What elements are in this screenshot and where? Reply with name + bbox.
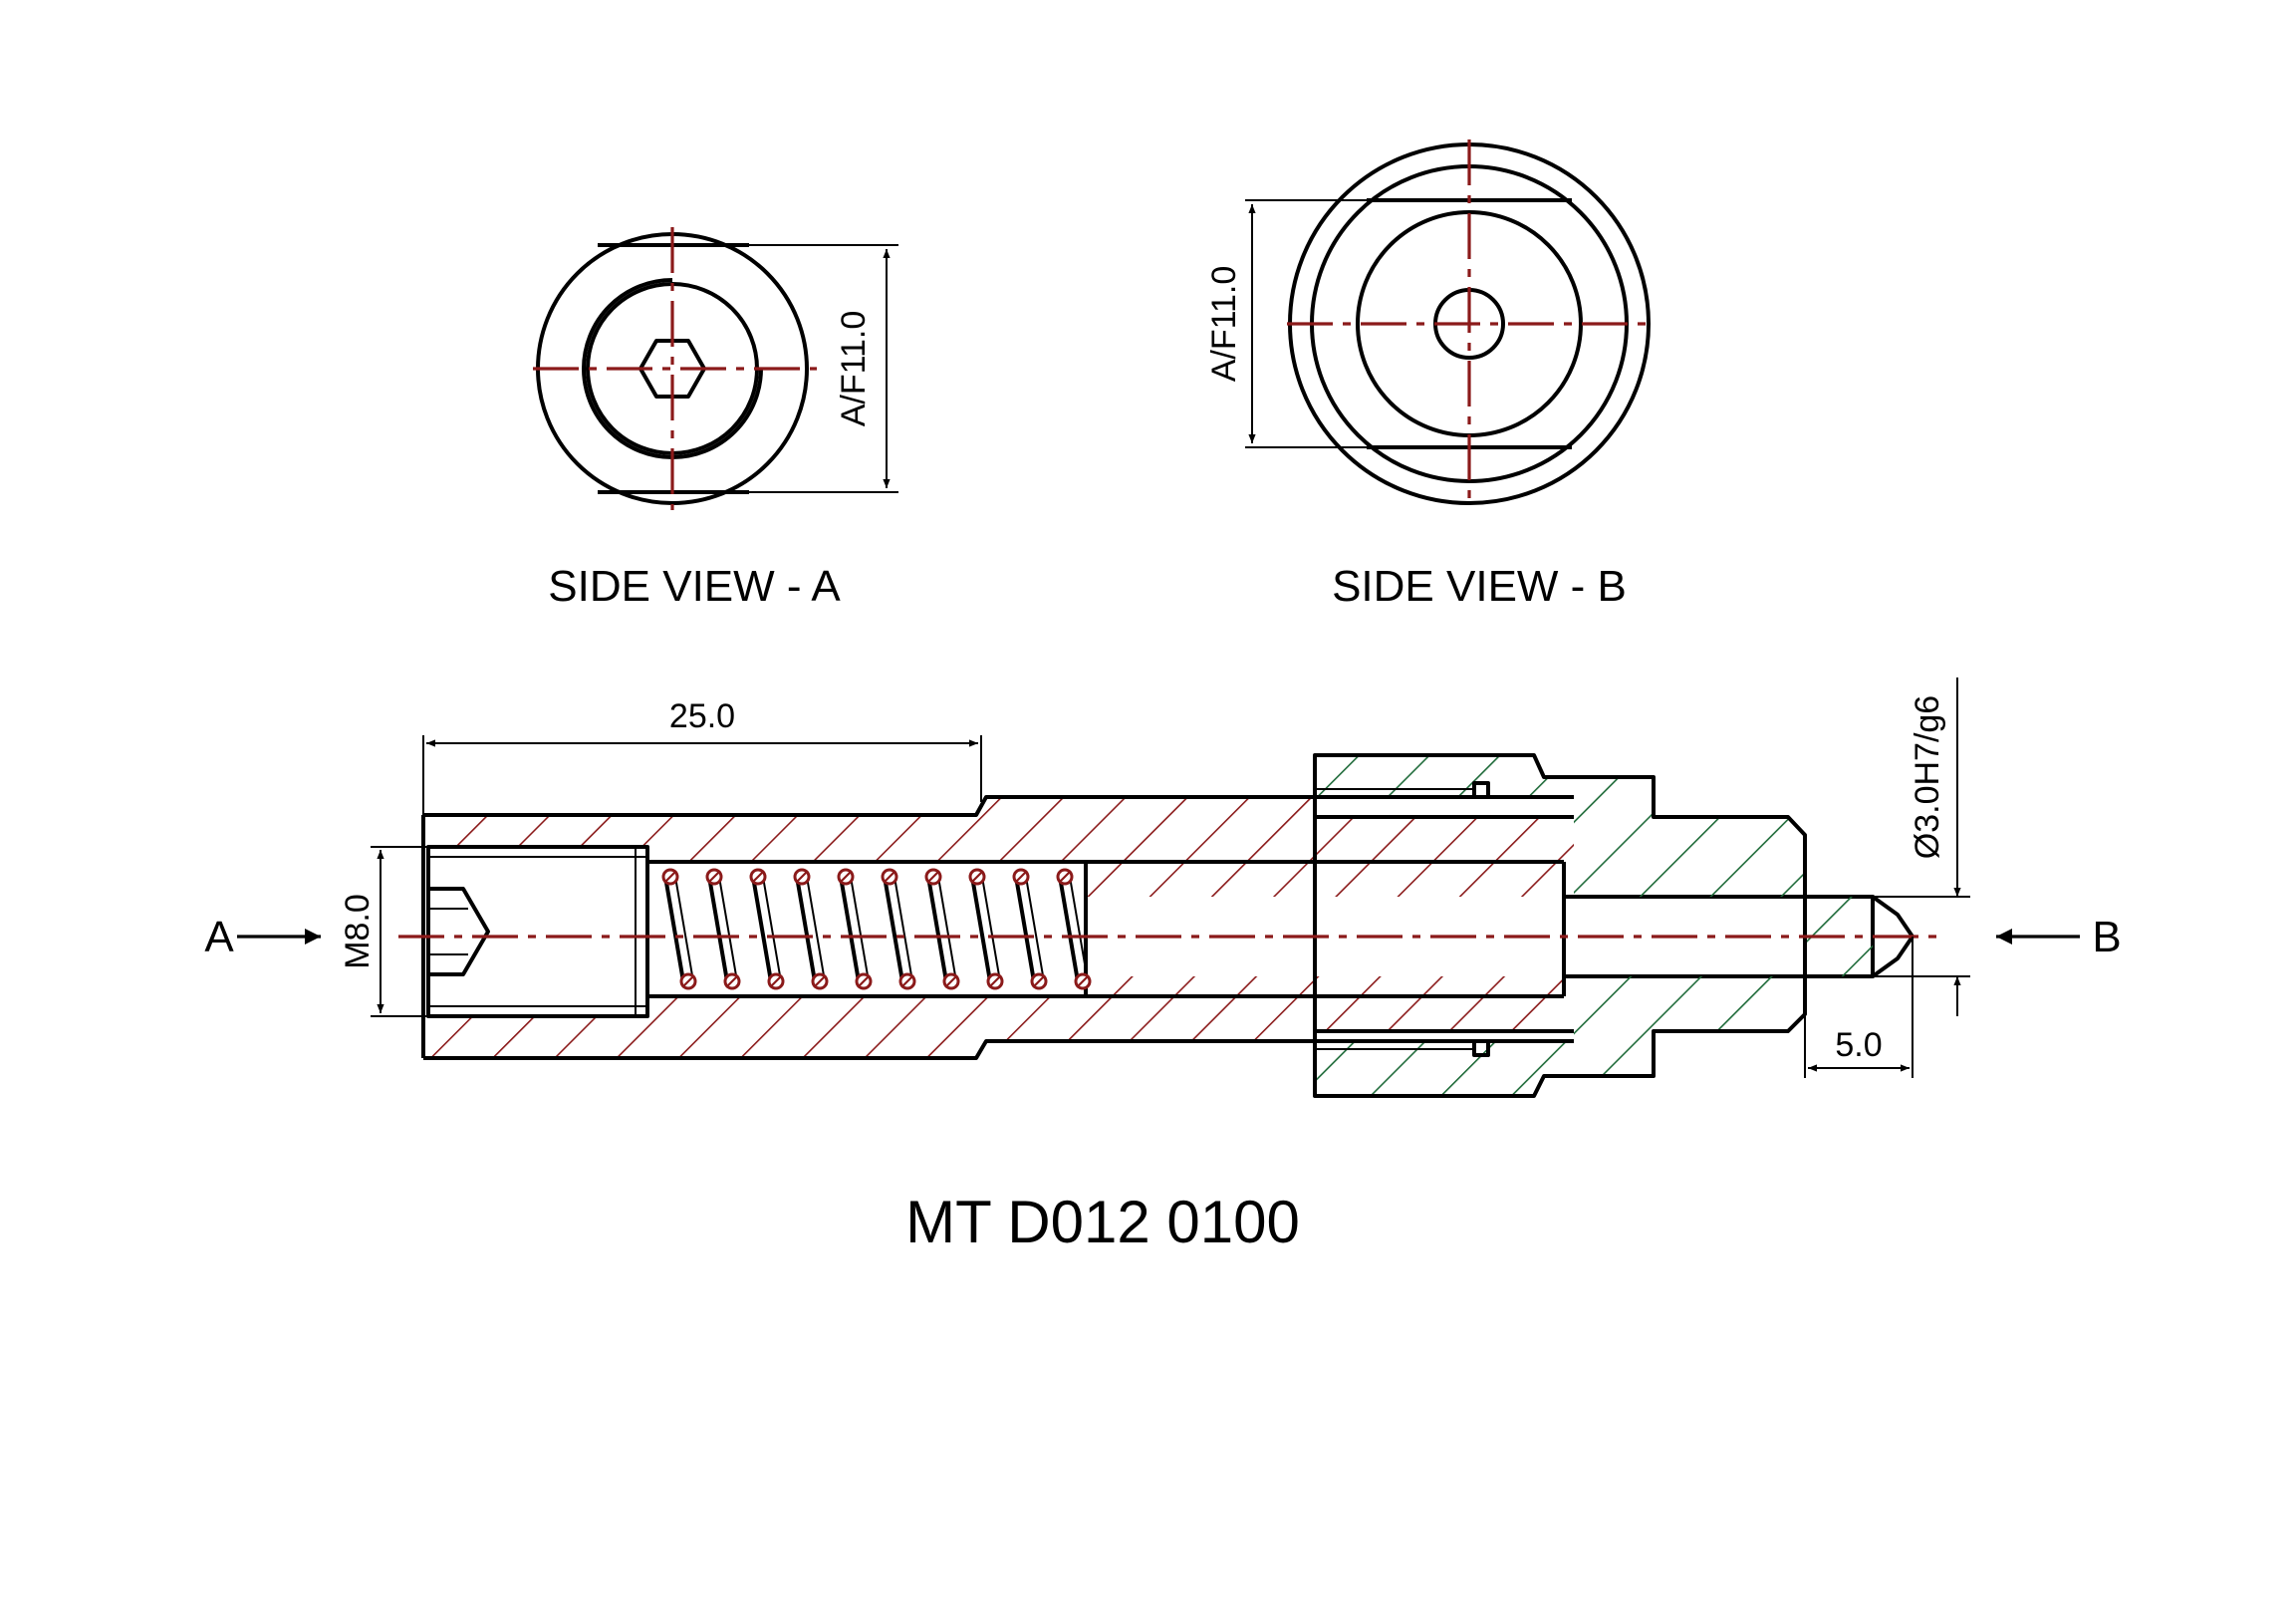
spring-wire-hatch — [725, 974, 739, 988]
plunger-body — [421, 795, 1574, 1060]
side-a-thread-arc — [582, 278, 763, 459]
tip-dimension: 5.0 — [1804, 937, 1913, 1078]
spring-wire-hatch — [839, 870, 853, 884]
view-arrow-a-label: A — [204, 913, 234, 961]
spring-coil-edge — [893, 876, 913, 982]
spring-wire-hatch — [681, 974, 695, 988]
spring-coil — [839, 876, 861, 982]
spring-wire-hatch — [1076, 974, 1090, 988]
spring-coil-edge — [981, 876, 1001, 982]
spring-wire-hatch — [707, 870, 721, 884]
spring-wire-hatch — [769, 974, 783, 988]
spring-coil-edge — [718, 876, 738, 982]
side-a-af-dimension-label: A/F11.0 — [835, 311, 873, 427]
spring-wire-hatch — [970, 870, 984, 884]
length-dimension: 25.0 — [422, 697, 982, 815]
body-bottom-outline — [423, 1029, 1574, 1060]
thread-dimension: M8.0 — [339, 846, 428, 1017]
side-view-b: A/F11.0 SIDE VIEW - B — [1205, 139, 1654, 611]
spring-wire-hatch — [813, 974, 827, 988]
spring-wire-hatch — [1032, 974, 1046, 988]
hex-socket-section — [430, 887, 490, 976]
spring-wire-hatch — [663, 870, 677, 884]
spring-coil-edge — [806, 876, 826, 982]
part-number-title: MT D012 0100 — [905, 1189, 1300, 1255]
view-arrow-b: B — [1996, 913, 2122, 961]
lock-nut-undercut-top — [1472, 781, 1490, 799]
spring-wire-hatch — [1058, 870, 1072, 884]
spring-wire-hatch — [988, 974, 1002, 988]
set-screw — [426, 845, 649, 1018]
spring-coil — [707, 876, 729, 982]
side-b-af-dimension-label: A/F11.0 — [1205, 266, 1243, 383]
compression-spring — [661, 868, 1092, 990]
spring-coil — [1014, 876, 1036, 982]
lock-nut-undercut-bottom — [1472, 1039, 1490, 1057]
spring-coil-edge — [762, 876, 782, 982]
bore-fit-dimension: Ø3.0H7/g6 — [1873, 677, 1970, 1016]
bore-fit-dimension-label: Ø3.0H7/g6 — [1909, 695, 1946, 859]
spring-wire-hatch — [900, 974, 914, 988]
lock-nut — [1313, 753, 1873, 1098]
section-view: 25.0 M8.0 Ø3.0H7/g6 5.0 A — [204, 677, 2122, 1098]
thread-dimension-label: M8.0 — [339, 894, 377, 969]
spring-wire-hatch — [795, 870, 809, 884]
side-view-a-caption: SIDE VIEW - A — [548, 562, 841, 611]
spring-coil — [1058, 876, 1080, 982]
side-view-a: A/F11.0 SIDE VIEW - A — [533, 227, 898, 611]
spring-coil-edge — [937, 876, 957, 982]
length-dimension-label: 25.0 — [669, 697, 735, 735]
spring-coil — [795, 876, 817, 982]
body-top-outline — [423, 795, 1574, 819]
spring-wire-hatch — [883, 870, 896, 884]
spring-wire-hatch — [944, 974, 958, 988]
spring-wire-hatch — [926, 870, 940, 884]
spring-coil — [751, 876, 773, 982]
tip-dimension-label: 5.0 — [1835, 1026, 1882, 1064]
spring-wire-hatch — [1014, 870, 1028, 884]
view-arrow-b-label: B — [2092, 913, 2121, 961]
side-view-b-caption: SIDE VIEW - B — [1332, 562, 1627, 611]
spring-coil — [663, 876, 685, 982]
spring-wire-hatch — [857, 974, 871, 988]
spring-coil — [970, 876, 992, 982]
spring-wire-hatch — [751, 870, 765, 884]
spring-coil-edge — [850, 876, 870, 982]
spring-coil-edge — [674, 876, 694, 982]
view-arrow-a: A — [204, 913, 321, 961]
spring-coil-edge — [1069, 876, 1089, 982]
spring-coil — [883, 876, 904, 982]
set-screw-outline — [426, 845, 649, 1018]
spring-coil — [926, 876, 948, 982]
spring-coil-edge — [1025, 876, 1045, 982]
